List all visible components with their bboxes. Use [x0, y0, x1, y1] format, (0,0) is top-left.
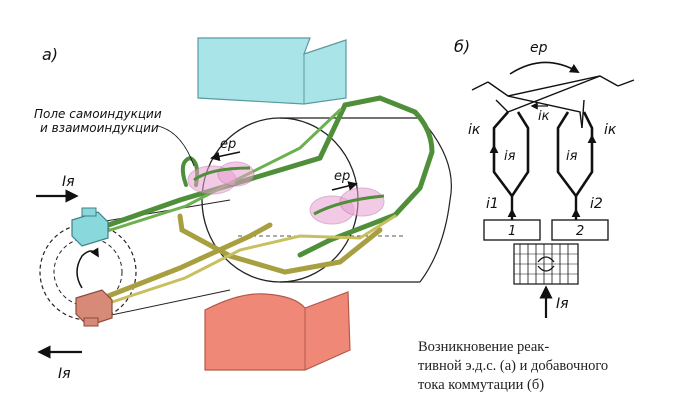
- panel-b: б) ep iк iк iк iя iя i1 i2: [454, 37, 635, 318]
- iya-right-label: iя: [566, 149, 578, 164]
- emf-label-left: ep: [220, 137, 236, 152]
- current-label-top: Iя: [62, 174, 75, 190]
- brush-bottom: [75, 289, 113, 327]
- segment-2-label: 2: [576, 224, 584, 239]
- panel-a-tag: а): [42, 45, 58, 64]
- armature-cylinder: [201, 117, 452, 283]
- figure-caption: Возникновение реак- тивной э.д.с. (а) и …: [418, 338, 686, 395]
- current-label-bottom: Iя: [58, 366, 71, 382]
- ik-left-label: iк: [468, 122, 481, 138]
- iya-left-label: iя: [504, 149, 516, 164]
- field-label-leader: [157, 125, 195, 167]
- field-label-line1: Поле самоиндукции: [34, 107, 162, 121]
- i2-label: i2: [590, 196, 603, 212]
- brush-top: [71, 207, 109, 247]
- segment-1: [483, 219, 541, 241]
- emf-label-right: ep: [334, 169, 350, 184]
- emf-arrow-right: [331, 181, 358, 191]
- emf-arrow-left: [210, 151, 241, 162]
- field-label-line2: и взаимоиндукции: [40, 121, 159, 135]
- field-zone-right: [309, 187, 385, 225]
- caption-line-1: Возникновение реак-: [418, 339, 550, 355]
- ik-right-label: iк: [604, 122, 617, 138]
- ik-center-label: iк: [538, 109, 550, 124]
- panel-b-tag: б): [454, 37, 470, 56]
- pole-bottom: [204, 291, 351, 371]
- field-zone-left: [187, 161, 255, 195]
- panel-a: а): [34, 37, 452, 382]
- caption-line-3: тока коммутации (б): [418, 377, 545, 393]
- coil-olive: [95, 213, 397, 308]
- winding-lines: [471, 75, 635, 129]
- segment-1-label: 1: [508, 224, 516, 239]
- brush-b: [513, 243, 579, 285]
- pole-top: [197, 37, 347, 105]
- i1-label: i1: [486, 196, 499, 212]
- emf-label: ep: [530, 40, 548, 56]
- current-label-b: Iя: [556, 296, 569, 312]
- emf-arc: [509, 61, 580, 75]
- caption-line-2: тивной э.д.с. (а) и добавочного: [418, 358, 609, 374]
- segment-2: [551, 219, 609, 241]
